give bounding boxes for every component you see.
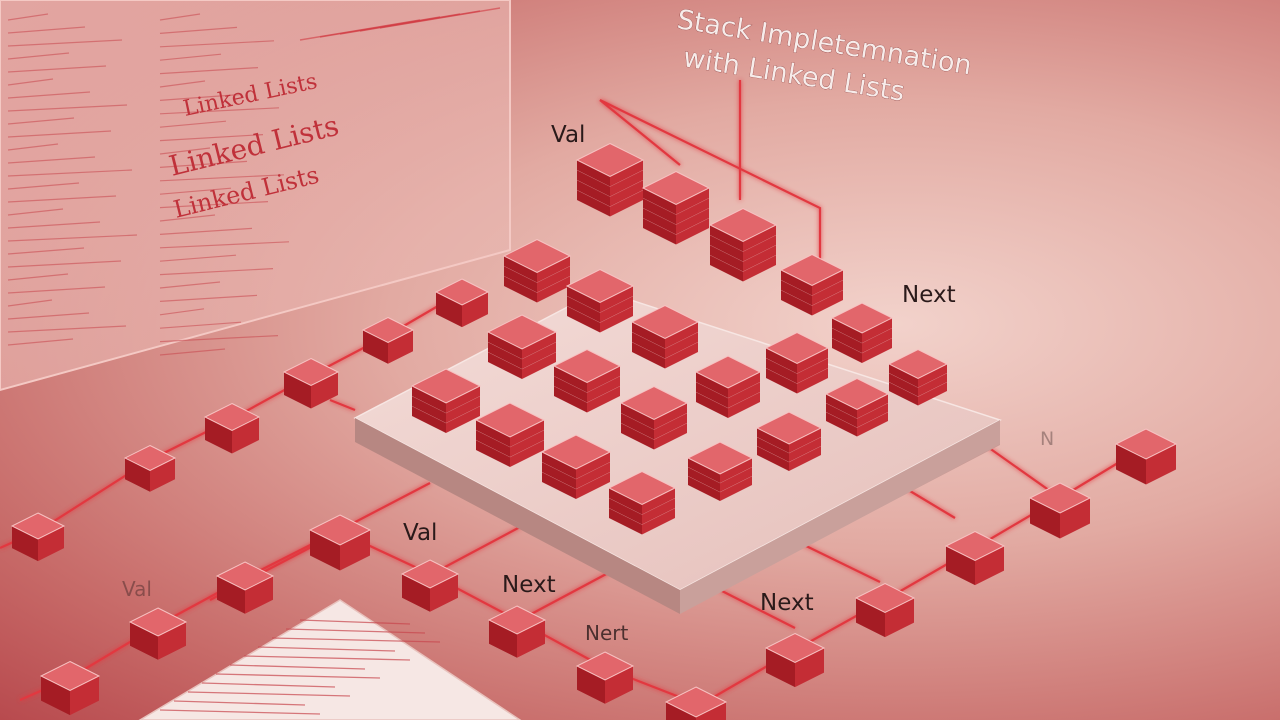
code-text-lines — [7, 7, 501, 356]
stack-19 — [686, 441, 754, 501]
node-16 — [944, 530, 1006, 586]
node-18 — [1114, 428, 1178, 485]
node-7 — [215, 561, 275, 614]
label-next-right-low: Next — [760, 590, 814, 616]
node-10 — [400, 559, 460, 612]
node-17 — [1028, 482, 1092, 539]
label-val-mid: Val — [403, 520, 437, 546]
node-4 — [123, 444, 177, 492]
node-5 — [10, 512, 66, 562]
node-1 — [361, 316, 415, 364]
stack-7 — [830, 302, 894, 363]
code-panel: Linked Lists Linked Lists Linked Lists — [0, 0, 511, 392]
label-next-mid: Next — [502, 572, 556, 598]
label-val-top: Val — [551, 122, 585, 148]
stack-10 — [694, 355, 762, 418]
stack-4 — [502, 238, 572, 303]
title: Stack Impletemnation with Linked Lists — [675, 4, 975, 108]
stack-5 — [565, 268, 635, 333]
labels: Val Next N Val Val Next Nert Next — [122, 122, 1054, 645]
node-3 — [203, 402, 261, 454]
stack-8 — [486, 314, 558, 379]
label-val-left: Val — [122, 577, 152, 601]
code-sheet-lines — [159, 619, 441, 715]
label-faint-n: N — [1040, 428, 1054, 450]
node-12 — [575, 651, 635, 704]
stack-6 — [630, 304, 700, 369]
stack-20 — [607, 470, 677, 535]
stack-17 — [755, 411, 823, 471]
stack-3 — [779, 253, 845, 316]
node-11 — [487, 605, 547, 658]
stack-14 — [619, 385, 689, 450]
label-next-right: Next — [902, 282, 956, 308]
stack-18 — [540, 434, 612, 499]
stack-9 — [552, 348, 622, 413]
stack-13 — [410, 368, 482, 433]
code-sheet — [138, 599, 522, 720]
node-9 — [39, 660, 101, 716]
stack-0 — [575, 142, 645, 217]
node-14 — [764, 632, 826, 688]
node-6 — [308, 514, 372, 571]
node-0 — [434, 278, 490, 328]
node-cubes — [10, 142, 1178, 720]
stack-11 — [764, 331, 830, 394]
stack-12 — [887, 348, 949, 406]
stack-15 — [824, 377, 890, 437]
stack-16 — [474, 402, 546, 467]
stack-2 — [708, 207, 778, 282]
label-next-low: Nert — [585, 621, 628, 645]
node-15 — [854, 582, 916, 638]
node-8 — [128, 607, 188, 660]
node-13 — [664, 686, 728, 720]
stack-1 — [641, 170, 711, 245]
node-2 — [282, 357, 340, 409]
